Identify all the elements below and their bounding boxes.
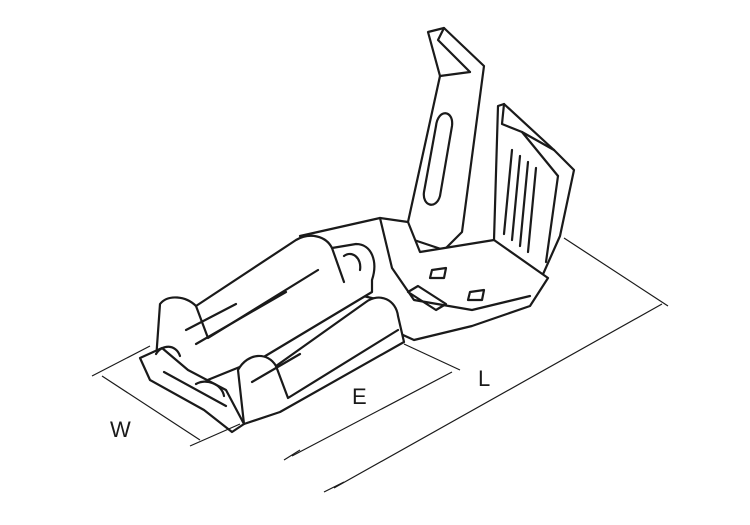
width-label: W	[110, 417, 131, 442]
dimension-lines	[91, 237, 669, 493]
engagement-dimension-line	[291, 371, 453, 457]
length-label: L	[478, 366, 490, 391]
length-dimension-line	[333, 303, 663, 489]
receptacle-body	[138, 234, 406, 434]
engagement-label: E	[352, 384, 367, 409]
width-dimension-line	[101, 375, 201, 441]
